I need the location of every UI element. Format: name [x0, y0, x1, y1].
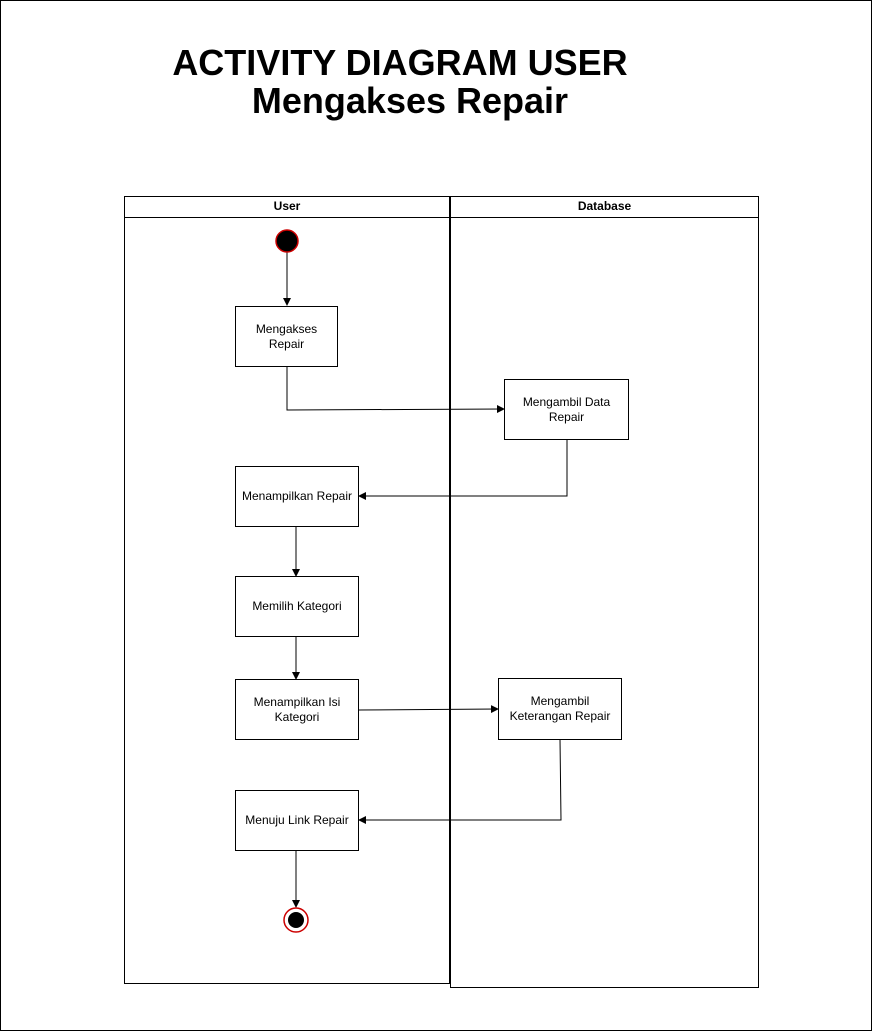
swimlane-database-header: Database: [451, 197, 758, 218]
activity-mengambil-data-repair: Mengambil Data Repair: [504, 379, 629, 440]
title-line-2: Mengakses Repair: [251, 80, 569, 121]
activity-menuju-link-repair: Menuju Link Repair: [235, 790, 359, 851]
swimlane-user-header: User: [125, 197, 449, 218]
diagram-title: ACTIVITY DIAGRAM USER Mengakses Repair: [0, 44, 800, 120]
activity-menampilkan-isi-kategori: Menampilkan Isi Kategori: [235, 679, 359, 740]
activity-mengakses-repair: Mengakses Repair: [235, 306, 338, 367]
swimlane-database: Database: [450, 196, 759, 988]
activity-memilih-kategori: Memilih Kategori: [235, 576, 359, 637]
activity-menampilkan-repair: Menampilkan Repair: [235, 466, 359, 527]
title-line-1: ACTIVITY DIAGRAM USER: [172, 42, 628, 83]
activity-mengambil-keterangan-repair: Mengambil Keterangan Repair: [498, 678, 622, 740]
